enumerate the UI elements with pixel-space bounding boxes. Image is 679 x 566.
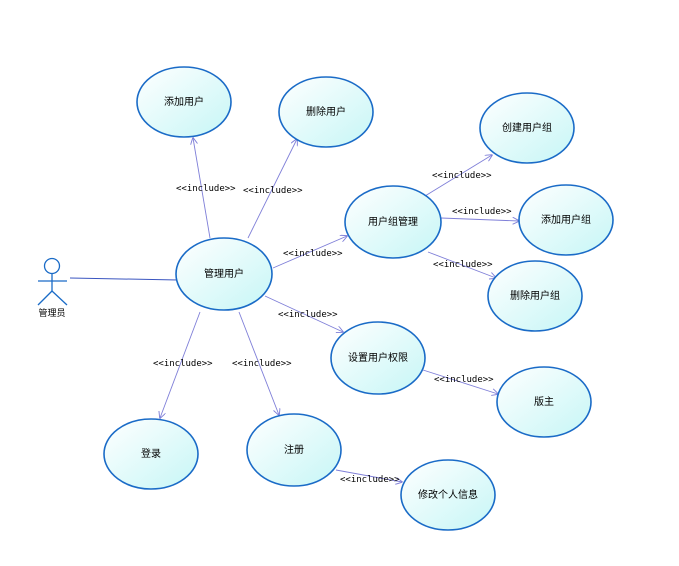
include-label-add-group: <<include>> [452,207,512,217]
include-label-delete-user: <<include>> [243,186,303,196]
include-label-moderator: <<include>> [434,375,494,385]
usecase-label-edit-profile: 修改个人信息 [418,488,478,501]
usecase-login[interactable] [103,418,199,490]
usecase-moderator[interactable] [496,366,592,438]
usecase-add-group[interactable] [518,184,614,256]
include-line-login [160,311,201,418]
include-label-login: <<include>> [153,359,213,369]
usecase-label-moderator: 版主 [534,395,554,408]
include-line-add-group [440,218,519,221]
include-line-create-group [424,155,492,197]
include-line-group-manage [272,236,347,269]
usecase-label-set-permission: 设置用户权限 [348,351,408,364]
include-label-group-manage: <<include>> [283,249,343,259]
usecase-label-login: 登录 [141,447,161,460]
usecase-label-add-group: 添加用户组 [541,213,591,226]
usecase-delete-group[interactable] [487,260,583,332]
include-label-register: <<include>> [232,359,292,369]
usecase-label-manage-user: 管理用户 [204,267,244,280]
usecase-label-create-group: 创建用户组 [502,121,552,134]
include-line-delete-group [427,251,496,278]
include-line-moderator [422,369,498,394]
usecase-add-user[interactable] [136,66,232,138]
actor-administrator [37,257,68,306]
actor-label: 管理员 [38,307,65,319]
actor-head [43,257,61,275]
include-line-delete-user [247,139,297,239]
usecase-edit-profile[interactable] [400,459,496,531]
include-line-register [238,311,279,415]
actor-association-line [69,277,179,281]
include-line-set-permission [264,295,343,332]
include-label-create-group: <<include>> [432,171,492,181]
usecase-register[interactable] [246,413,342,487]
usecase-create-group[interactable] [479,92,575,164]
usecase-label-group-manage: 用户组管理 [368,215,418,228]
usecase-label-delete-group: 删除用户组 [510,289,560,302]
include-label-add-user: <<include>> [176,184,236,194]
usecase-set-permission[interactable] [330,321,426,395]
usecase-label-delete-user: 删除用户 [306,105,346,118]
usecase-delete-user[interactable] [278,76,374,148]
usecase-group-manage[interactable] [344,185,442,259]
include-line-add-user [193,138,211,239]
include-line-edit-profile [335,469,402,482]
usecase-label-register: 注册 [284,443,304,456]
include-label-set-permission: <<include>> [278,310,338,320]
include-label-delete-group: <<include>> [433,260,493,270]
usecase-label-add-user: 添加用户 [164,95,204,108]
include-label-edit-profile: <<include>> [340,475,400,485]
usecase-manage-user[interactable] [175,237,273,311]
